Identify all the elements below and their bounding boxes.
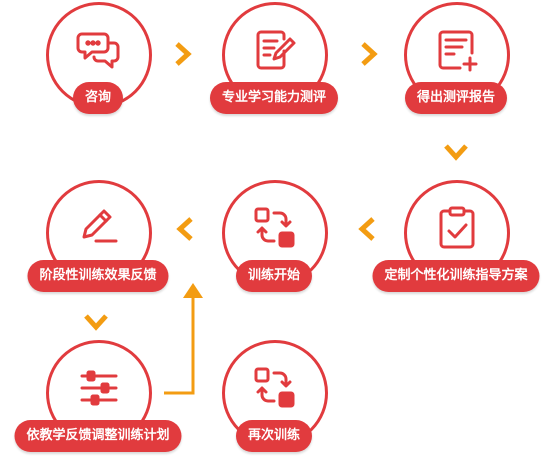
step-retrain-label: 再次训练 [235, 420, 313, 452]
form-edit-icon [256, 30, 296, 70]
step-adjust-plan: 依教学反馈调整训练计划 [0, 340, 198, 460]
step-assessment-label: 专业学习能力测评 [209, 82, 339, 114]
pen-icon [82, 209, 118, 243]
step-consult-label: 咨询 [72, 82, 124, 114]
arrow-down-icon [84, 313, 108, 331]
arrow-down-icon [444, 143, 468, 161]
chat-bubbles-icon [76, 32, 120, 69]
sliders-icon [80, 370, 118, 406]
step-adjust-plan-label: 依教学反馈调整训练计划 [14, 420, 182, 452]
step-custom-plan-label: 定制个性化训练指导方案 [372, 260, 540, 292]
step-training-start: 训练开始 [174, 180, 374, 300]
step-consult: 咨询 [0, 2, 198, 122]
step-stage-feedback: 阶段性训练效果反馈 [0, 180, 198, 300]
step-report: 得出测评报告 [356, 2, 556, 122]
step-report-label: 得出测评报告 [404, 82, 508, 114]
cycle-icon [254, 367, 295, 408]
arrow-left-icon [176, 217, 194, 241]
arrow-right-icon [174, 42, 192, 66]
cycle-icon [254, 207, 295, 248]
step-custom-plan: 定制个性化训练指导方案 [356, 180, 556, 300]
clipboard-check-icon [439, 206, 475, 249]
step-stage-feedback-label: 阶段性训练效果反馈 [27, 260, 169, 292]
arrow-left-icon [358, 217, 376, 241]
step-training-start-label: 训练开始 [235, 260, 313, 292]
report-add-icon [438, 30, 478, 72]
arrow-right-icon [360, 42, 378, 66]
step-retrain: 再次训练 [174, 340, 374, 460]
loop-arrow-head-icon [183, 283, 203, 298]
step-assessment: 专业学习能力测评 [174, 2, 374, 122]
